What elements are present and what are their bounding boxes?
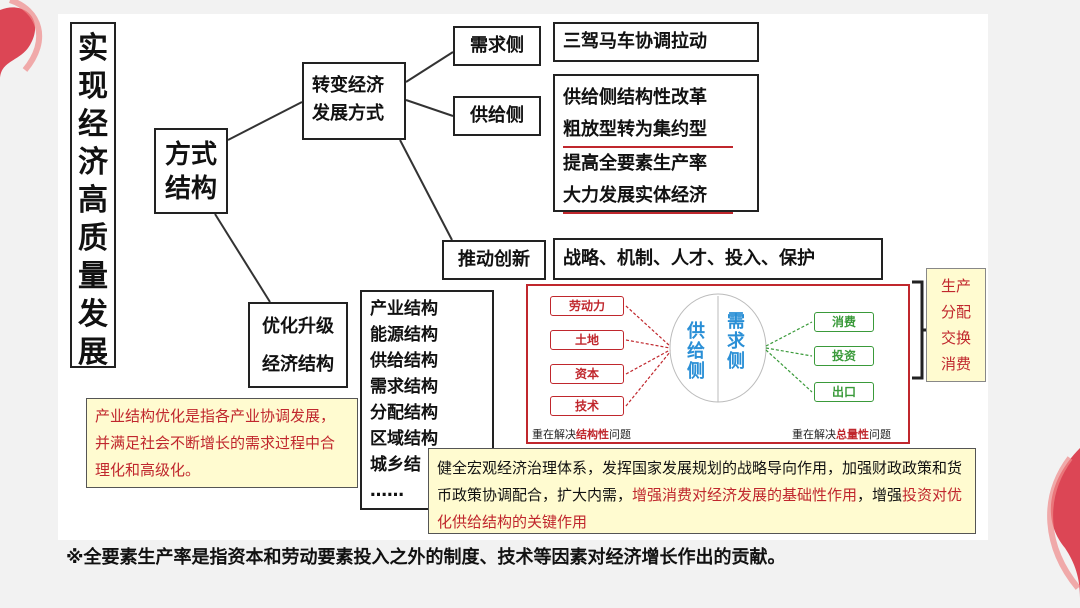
tuidong-box: 推动创新: [442, 240, 546, 280]
zhuanbian-line-1: 转变经济: [312, 72, 404, 100]
gongji-item: 粗放型转为集约型: [563, 114, 733, 148]
zhanlue-box: 战略、机制、人才、投入、保护: [553, 238, 883, 280]
demand-export: 出口: [814, 382, 874, 402]
fangshi-line-2: 结构: [156, 172, 226, 206]
caption-aggregate: 重在解决总量性问题: [792, 426, 891, 442]
title-box: 实现经济高质量发展: [70, 22, 116, 368]
fangshi-line-1: 方式: [156, 138, 226, 172]
macro-governance-note: 健全宏观经济治理体系，发挥国家发展规划的战略导向作用，加强财政政策和货币政策协调…: [428, 448, 976, 534]
jiegou-item: 产业结构: [370, 296, 492, 322]
industry-structure-note: 产业结构优化是指各产业协调发展，并满足社会不断增长的需求过程中合理化和高级化。: [86, 398, 358, 488]
zhuanbian-box: 转变经济 发展方式: [302, 62, 406, 140]
sanjia-box: 三驾马车协调拉动: [553, 22, 759, 62]
production-stage: 消费: [927, 351, 985, 377]
factor-capital: 资本: [550, 364, 624, 384]
factor-technology: 技术: [550, 396, 624, 416]
gongji-item: 提高全要素生产率: [563, 148, 733, 180]
fangshi-jiegou-box: 方式 结构: [154, 128, 228, 214]
title-char: 实: [72, 30, 114, 68]
youhua-box: 优化升级 经济结构: [248, 302, 348, 388]
title-char: 济: [72, 144, 114, 182]
zhuanbian-line-2: 发展方式: [312, 100, 404, 128]
title-char: 量: [72, 258, 114, 296]
gongji-item: 供给侧结构性改革: [563, 82, 733, 114]
youhua-line-2: 经济结构: [250, 346, 346, 384]
jiegou-item: 供给结构: [370, 348, 492, 374]
demand-side-label: 需求侧: [726, 312, 746, 372]
footnote: ※全要素生产率是指资本和劳动要素投入之外的制度、技术等因素对经济增长作出的贡献。: [66, 543, 966, 569]
xuqiu-box: 需求侧: [453, 26, 541, 66]
factor-labor: 劳动力: [550, 296, 624, 316]
caption-structural: 重在解决结构性问题: [532, 426, 631, 442]
title-char: 现: [72, 68, 114, 106]
gongji-box: 供给侧: [453, 96, 541, 136]
production-stage: 生产: [927, 273, 985, 299]
title-char: 高: [72, 182, 114, 220]
youhua-line-1: 优化升级: [250, 308, 346, 346]
title-char: 发: [72, 296, 114, 334]
jiegou-item: 分配结构: [370, 400, 492, 426]
gongji-list-box: 供给侧结构性改革 粗放型转为集约型 提高全要素生产率 大力发展实体经济: [553, 74, 759, 212]
note2-text: ，增强: [857, 486, 902, 504]
title-char: 经: [72, 106, 114, 144]
production-stage: 分配: [927, 299, 985, 325]
jiegou-item: 需求结构: [370, 374, 492, 400]
demand-investment: 投资: [814, 346, 874, 366]
jiegou-item: 能源结构: [370, 322, 492, 348]
production-stage: 交换: [927, 325, 985, 351]
supply-side-label: 供给侧: [686, 322, 706, 382]
gongji-item: 大力发展实体经济: [563, 180, 733, 214]
production-stages-box: 生产 分配 交换 消费: [926, 268, 986, 382]
title-char: 质: [72, 220, 114, 258]
factor-land: 土地: [550, 330, 624, 350]
demand-consumption: 消费: [814, 312, 874, 332]
supply-demand-diagram: 劳动力 土地 资本 技术 供给侧 需求侧 消费 投资 出口 重在解决结构性问题 …: [526, 284, 910, 444]
note2-red-text: 增强消费对经济发展的基础性作用: [632, 486, 857, 504]
title-char: 展: [72, 334, 114, 372]
